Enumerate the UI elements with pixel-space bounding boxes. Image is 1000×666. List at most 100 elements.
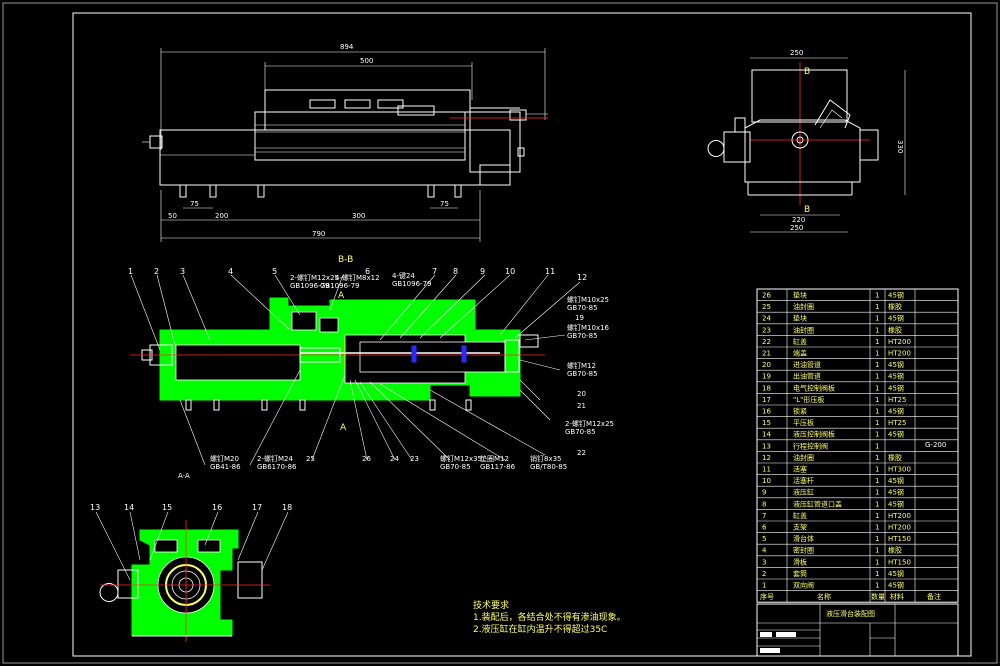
side-view: 250 B B 220 250 330: [707, 49, 906, 233]
bom-cell-number: 2: [762, 570, 766, 578]
dim-500: 500: [360, 57, 373, 65]
bom-cell-material: 橡胶: [888, 325, 902, 334]
bom-cell-number: 12: [762, 454, 771, 462]
bom-cell-qty: 1: [875, 500, 879, 508]
callout-gb70-a: GB70-85: [567, 304, 598, 312]
bom-cell-material: HT200: [888, 524, 911, 532]
bom-cell-qty: 1: [875, 408, 879, 416]
section-mark-b-bottom: B: [804, 205, 810, 215]
technical-notes: 技术要求 1.装配后，各结合处不得有渗油现象。 2.液压缸在缸内温升不得超过35…: [473, 599, 626, 635]
side-dim-250-bottom: 250: [790, 224, 803, 232]
callout-25: 25: [306, 455, 315, 463]
part-num-9: 9: [480, 267, 485, 276]
aa-part-13: 13: [90, 503, 100, 512]
side-dim-250-top: 250: [790, 49, 803, 57]
dim-200: 200: [215, 212, 228, 220]
bom-cell-qty: 1: [875, 442, 879, 450]
bom-cell-material: 45钢: [888, 569, 904, 578]
bom-cell-material: HT150: [888, 558, 911, 566]
callout-21: 21: [577, 402, 586, 410]
bom-cell-qty: 1: [875, 396, 879, 404]
callout-gb117: GB117-86: [480, 463, 516, 471]
bom-cell-qty: 1: [875, 535, 879, 543]
callout-screw-m10x16: 螺钉M10x16: [567, 323, 610, 332]
bom-extra-note: G-200: [925, 441, 946, 449]
callout-gb70-c: GB70-85: [567, 370, 598, 378]
title-block: 液压滑台装配图: [756, 603, 959, 657]
bom-cell-name: 进油管道: [793, 360, 821, 369]
bom-cell-qty: 1: [875, 326, 879, 334]
callout-gb1096-c: GB1096-79: [392, 280, 431, 288]
bom-cell-number: 21: [762, 350, 771, 358]
bom-header-material: 材料: [890, 592, 904, 601]
bom-cell-qty: 1: [875, 361, 879, 369]
bom-cell-name: 液压缸: [793, 488, 814, 497]
bom-cell-material: 橡胶: [888, 302, 902, 311]
callout-20: 20: [577, 390, 586, 398]
callout-24: 24: [390, 455, 399, 463]
bom-cell-qty: 1: [875, 373, 879, 381]
callout-screw-m12x25-right: 2-螺钉M12x25: [565, 419, 614, 428]
dim-50: 50: [168, 212, 177, 220]
callout-gb6170: GB6170-86: [257, 463, 297, 471]
bom-cell-number: 17: [762, 396, 771, 404]
bom-cell-qty: 1: [875, 338, 879, 346]
bom-cell-qty: 1: [875, 292, 879, 300]
bom-cell-name: 套筒: [793, 569, 807, 578]
bom-cell-material: 45钢: [888, 581, 904, 590]
callout-key24: 4-键24: [392, 271, 415, 280]
bom-cell-number: 4: [762, 547, 767, 555]
dim-75a: 75: [190, 200, 199, 208]
part-num-8: 8: [453, 267, 458, 276]
bom-cell-number: 6: [762, 524, 767, 532]
bom-cell-material: HT25: [888, 396, 906, 404]
callout-screw-m8: 4-螺钉M8x12: [335, 273, 380, 282]
part-num-12: 12: [577, 273, 587, 282]
view-aa: 13 14 15 16 17 18: [90, 503, 292, 642]
aa-part-15: 15: [162, 503, 172, 512]
bom-cell-qty: 1: [875, 570, 879, 578]
notes-heading: 技术要求: [473, 599, 509, 611]
bom-cell-qty: 1: [875, 315, 879, 323]
bom-cell-material: 45钢: [888, 476, 904, 485]
view-aa-label: A-A: [178, 472, 190, 480]
bom-cell-qty: 1: [875, 454, 879, 462]
bom-cell-number: 14: [762, 431, 771, 439]
callout-gb1096-b: GB1096-79: [320, 282, 359, 290]
bom-cell-name: 活塞杆: [793, 476, 814, 485]
bom-cell-material: 45钢: [888, 499, 904, 508]
section-mark-a-top: A: [338, 291, 345, 301]
dim-300: 300: [352, 212, 365, 220]
callout-gb70-e: GB70-85: [440, 463, 471, 471]
callout-gb70-b: GB70-85: [567, 332, 598, 340]
bom-cell-number: 8: [762, 500, 766, 508]
bom-cell-material: 45钢: [888, 314, 904, 323]
callout-19: 19: [575, 314, 584, 322]
bom-cell-qty: 1: [875, 466, 879, 474]
bom-cell-material: HT25: [888, 419, 906, 427]
callout-pin: 销钉8x35: [530, 454, 562, 463]
part-num-4: 4: [228, 267, 233, 276]
bom-cell-number: 1: [762, 582, 766, 590]
bom-cell-material: HT300: [888, 466, 911, 474]
bom-cell-material: 45钢: [888, 291, 904, 300]
bom-cell-name: 平压板: [793, 418, 814, 427]
aa-part-17: 17: [252, 503, 262, 512]
part-num-11: 11: [545, 267, 555, 276]
bom-cell-name: 油封圈: [793, 453, 814, 462]
section-mark-a-bottom: A: [340, 423, 347, 433]
callout-26: 26: [362, 455, 371, 463]
side-dim-330: 330: [896, 140, 904, 153]
section-mark-b-top: B: [804, 67, 810, 77]
top-view: 894 500: [142, 43, 548, 242]
bom-cell-name: 双向阀: [793, 581, 814, 590]
part-num-3: 3: [180, 267, 185, 276]
dim-894: 894: [340, 43, 354, 51]
bom-cell-name: 滑板: [793, 557, 807, 566]
bom-cell-qty: 1: [875, 558, 879, 566]
part-num-7: 7: [432, 267, 437, 276]
dim-75b: 75: [440, 200, 449, 208]
drawing-frame: [72, 12, 972, 657]
bom-cell-name: 锁紧: [793, 407, 807, 416]
